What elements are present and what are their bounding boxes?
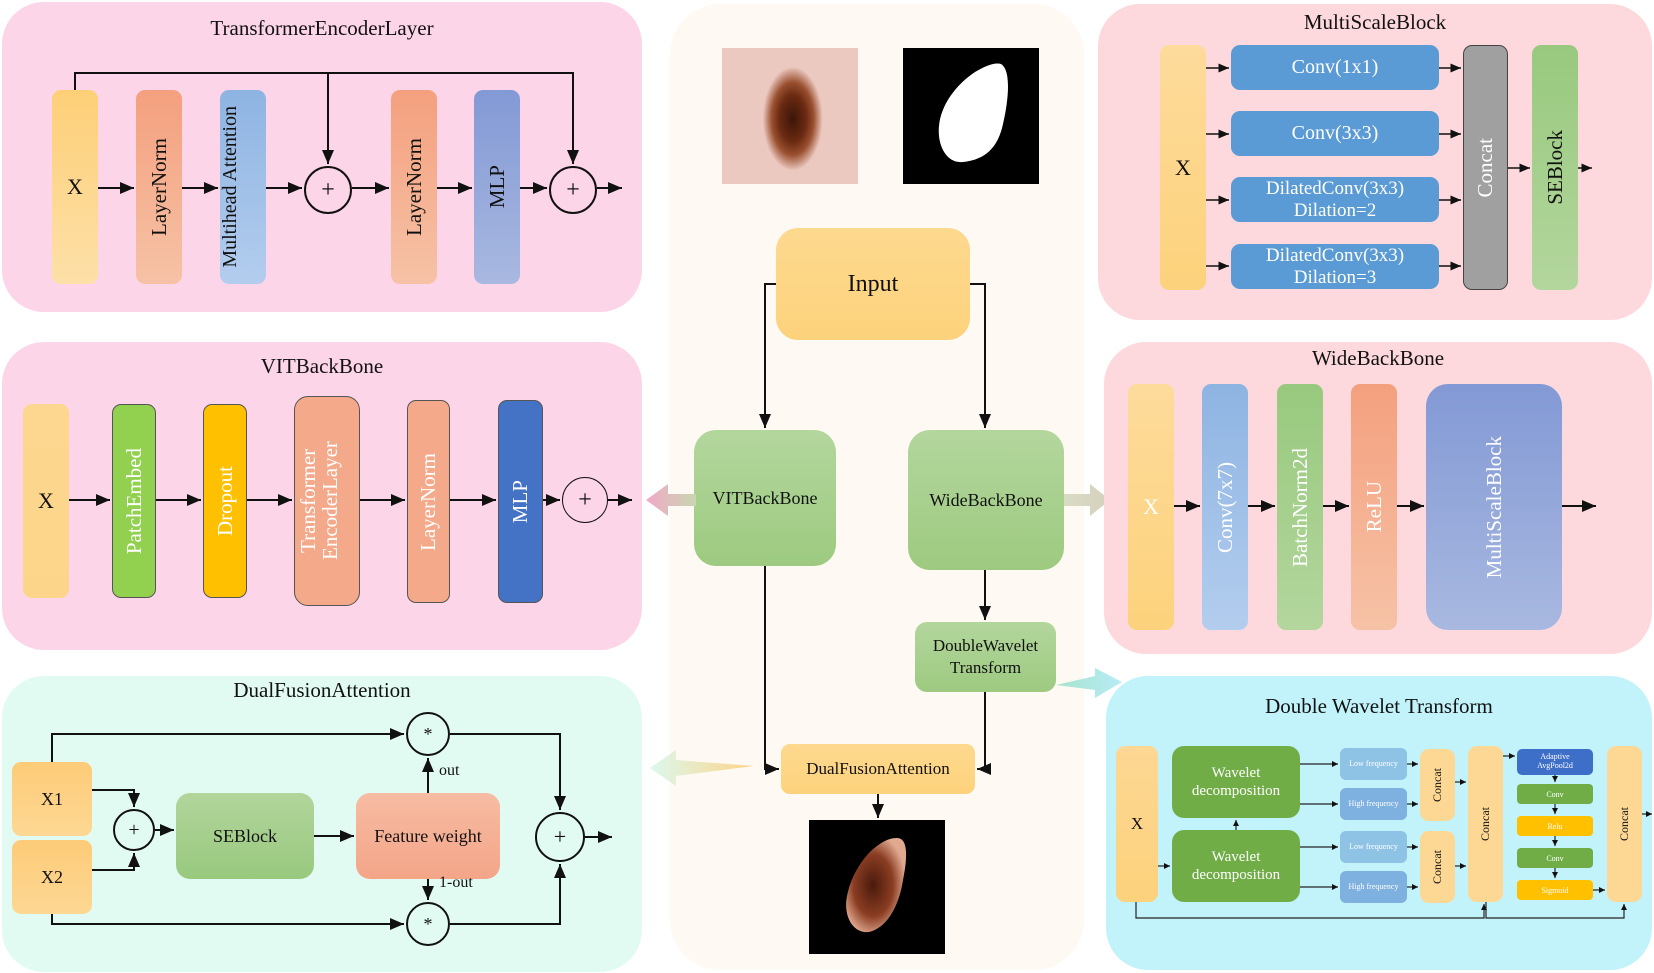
block-x: X: [52, 90, 98, 284]
block-transformer-encoder: Transformer EncoderLayer: [294, 396, 360, 606]
attn-conv-1: Conv: [1517, 784, 1593, 804]
block-mlp: MLP: [474, 90, 520, 284]
block-x: X: [1116, 746, 1158, 902]
add-op-1: +: [304, 166, 352, 214]
add-op-2: +: [549, 166, 597, 214]
input-x1: X1: [12, 762, 92, 836]
out-label: out: [439, 762, 460, 779]
connector-arrows: [74, 72, 622, 194]
block-x: X: [23, 404, 69, 598]
block-batchnorm2d: BatchNorm2d: [1277, 384, 1323, 630]
mask-shape: [938, 63, 1008, 163]
wavelet-decomposition-1: Wavelet decomposition: [1172, 746, 1300, 818]
block-multiscaleblock: MultiScaleBlock: [1426, 384, 1562, 630]
wavelet-decomposition-2: Wavelet decomposition: [1172, 830, 1300, 902]
block-layernorm: LayerNorm: [407, 400, 450, 603]
block-mlp: MLP: [498, 400, 543, 603]
panel-title: WideBackBone: [1311, 346, 1445, 370]
vit-backbone-panel: VITBackBone X PatchEmbed Dropout Transfo…: [2, 342, 642, 650]
concat-small-1: Concat: [1420, 749, 1455, 821]
add-op: +: [562, 477, 608, 523]
attn-sigmoid: Sigmoid: [1517, 880, 1593, 900]
input-x2: X2: [12, 840, 92, 914]
dual-fusion-attention-panel: DualFusionAttention X1 X2 + SEBlock Feat…: [2, 676, 642, 972]
input-block: Input: [776, 228, 970, 340]
seblock: SEBlock: [176, 793, 314, 879]
branch-dilated-3: DilatedConv(3x3) Dilation=3: [1231, 244, 1439, 289]
dermoscopy-image: [722, 48, 858, 184]
add-op-output: +: [535, 812, 585, 862]
multiscale-block-panel: MultiScaleBlock X Conv(1x1) Conv(3x3) Di…: [1098, 4, 1652, 320]
block-x: X: [1160, 45, 1206, 290]
segmented-output: [809, 820, 945, 954]
wide-backbone-panel: WideBackBone X Conv(7x7) BatchNorm2d ReL…: [1104, 342, 1652, 654]
low-frequency-2: Low frequency: [1340, 831, 1407, 863]
block-dropout: Dropout: [203, 404, 247, 598]
add-op-input: +: [113, 809, 155, 851]
dual-fusion-attention-block[interactable]: DualFusionAttention: [781, 744, 975, 794]
panel-title: VITBackBone: [260, 354, 384, 378]
ground-truth-mask: [903, 48, 1039, 184]
adaptive-avgpool2d: Adaptive AvgPool2d: [1517, 749, 1593, 775]
branch-dilated-2: DilatedConv(3x3) Dilation=2: [1231, 177, 1439, 222]
vit-backbone-block[interactable]: VITBackBone: [694, 430, 836, 566]
block-layernorm-2: LayerNorm: [391, 90, 437, 284]
block-relu: ReLU: [1351, 384, 1397, 630]
wide-backbone-block[interactable]: WideBackBone: [908, 430, 1064, 570]
block-multihead-attention: Multihead Attention: [219, 90, 266, 284]
concat-mid: Concat: [1468, 746, 1503, 902]
branch-conv1x1: Conv(1x1): [1231, 45, 1439, 90]
segmented-lesion-shape: [846, 838, 907, 933]
double-wavelet-block[interactable]: DoubleWavelet Transform: [915, 622, 1056, 692]
panel-title: TransformerEncoderLayer: [210, 16, 434, 40]
attn-relu: Relu: [1517, 816, 1593, 836]
concat-out: Concat: [1607, 746, 1642, 902]
panel-title: DualFusionAttention: [233, 678, 411, 702]
high-frequency-1: High frequency: [1340, 788, 1407, 820]
attn-conv-2: Conv: [1517, 848, 1593, 868]
concat-small-2: Concat: [1420, 831, 1455, 903]
feature-weight: Feature weight: [356, 793, 500, 879]
block-layernorm-1: LayerNorm: [136, 90, 182, 284]
multiply-op-top: *: [406, 712, 450, 756]
low-frequency-1: Low frequency: [1340, 748, 1407, 780]
panel-title: MultiScaleBlock: [1303, 10, 1447, 34]
high-frequency-2: High frequency: [1340, 871, 1407, 903]
one-minus-out-label: 1-out: [439, 874, 473, 891]
double-wavelet-panel: Double Wavelet Transform X Wavelet decom…: [1106, 676, 1652, 970]
block-concat: Concat: [1463, 45, 1508, 290]
transformer-encoder-panel: TransformerEncoderLayer X LayerNorm Mult…: [2, 2, 642, 312]
branch-conv3x3: Conv(3x3): [1231, 111, 1439, 156]
block-patchembed: PatchEmbed: [112, 404, 156, 598]
multiply-op-bottom: *: [406, 902, 450, 946]
block-seblock: SEBlock: [1532, 45, 1578, 290]
panel-title: Double Wavelet Transform: [1265, 694, 1493, 718]
block-conv7x7: Conv(7x7): [1202, 384, 1248, 630]
block-x: X: [1128, 384, 1174, 630]
